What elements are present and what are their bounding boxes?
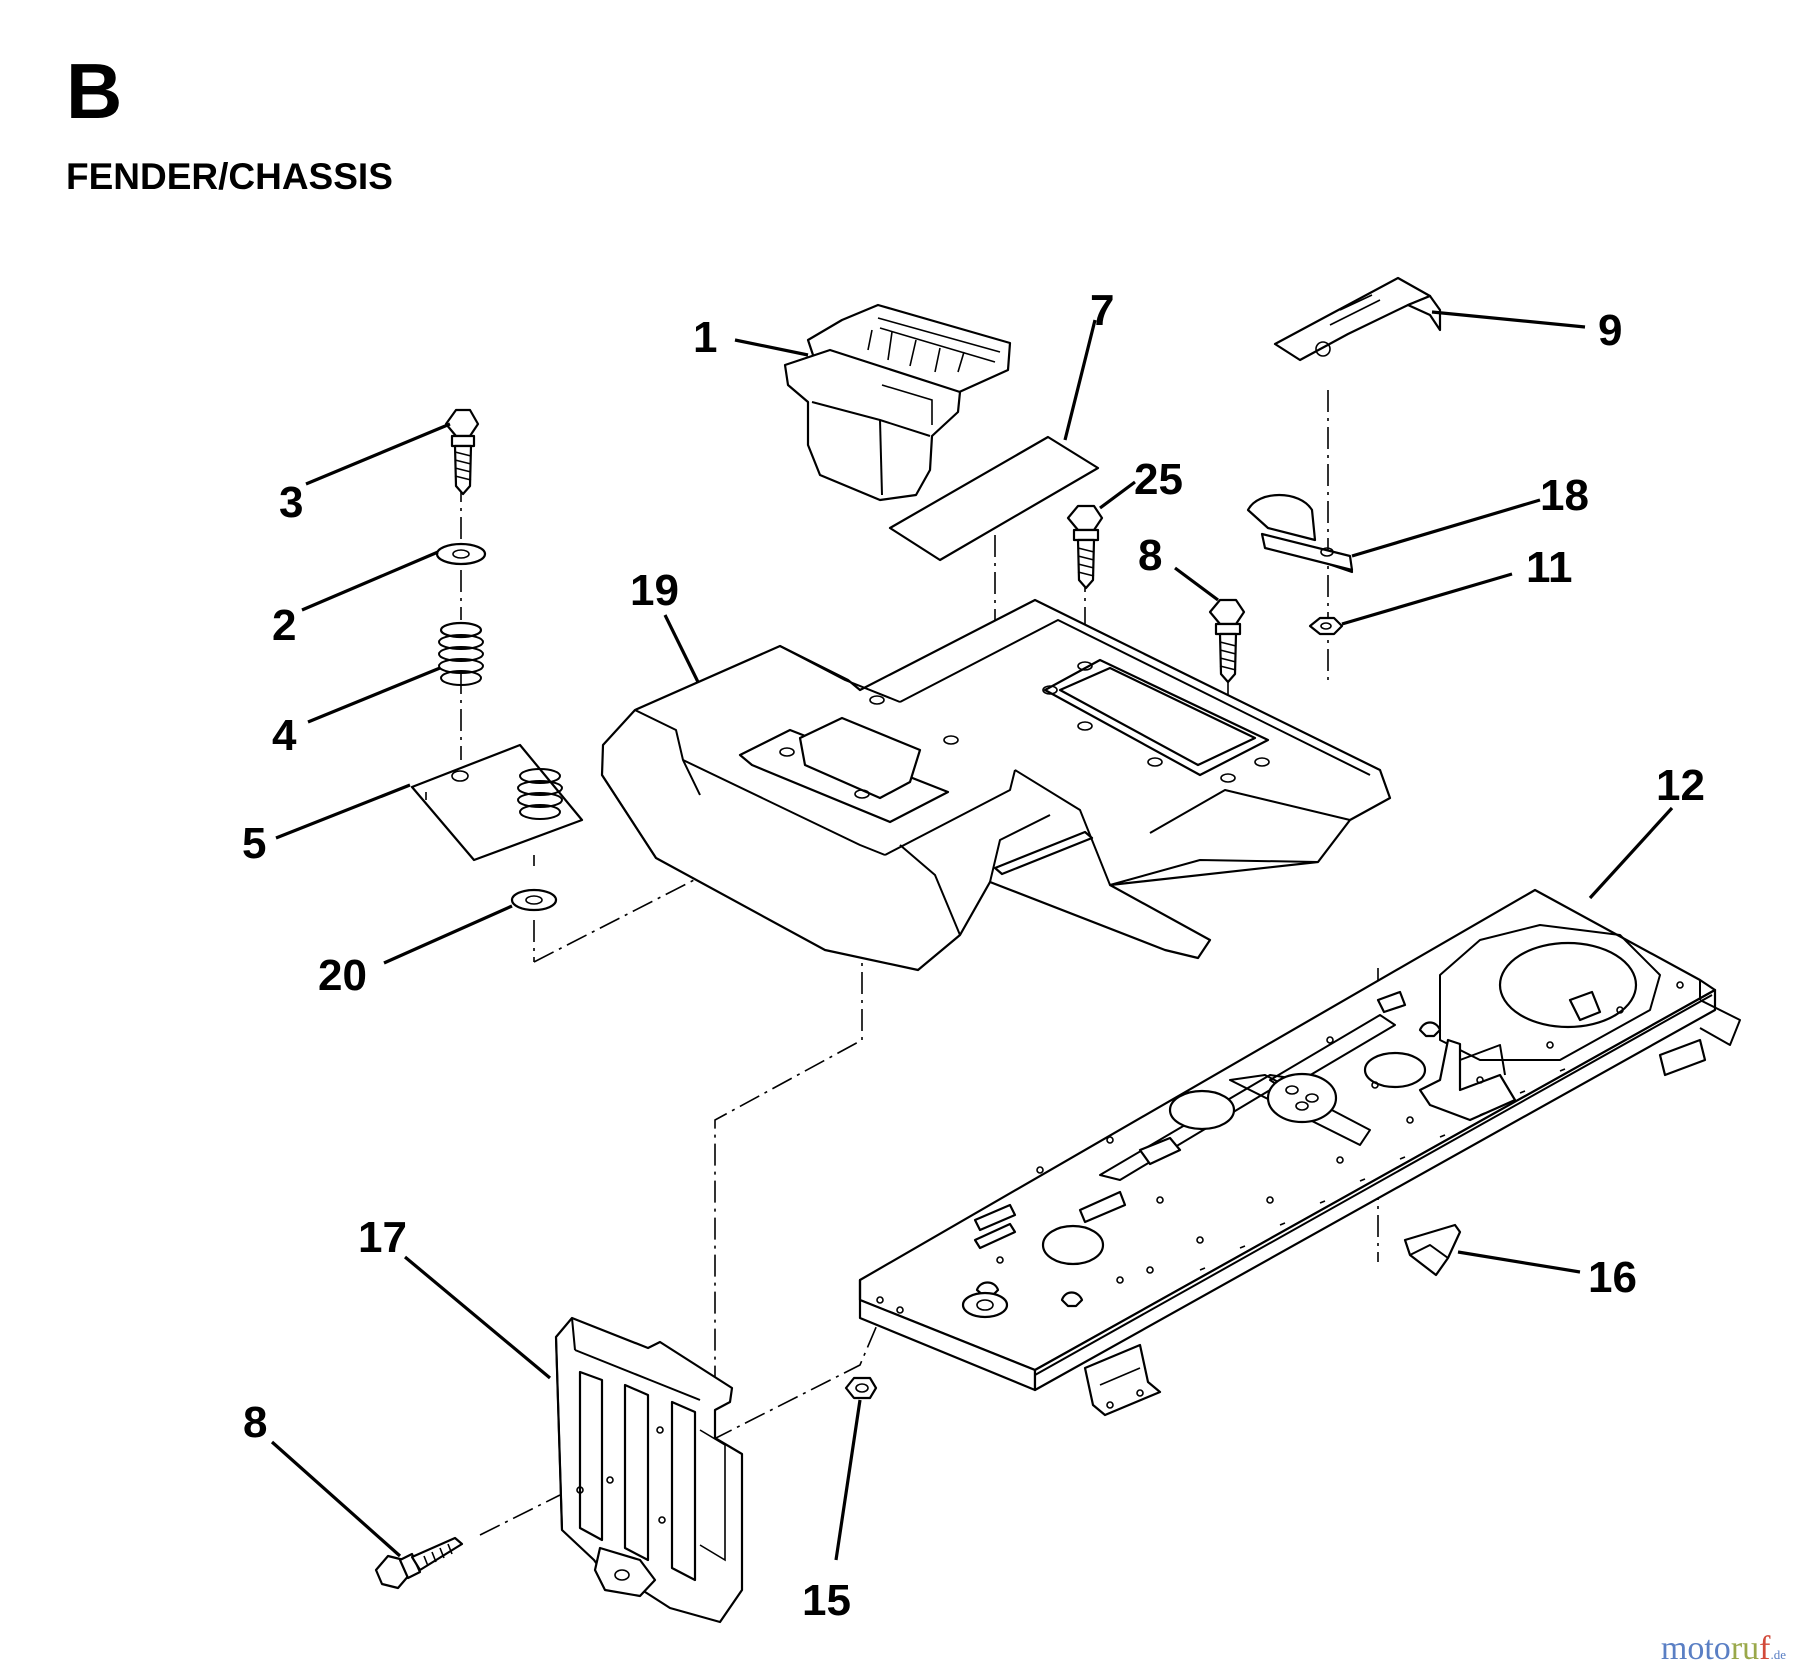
part-7-decal [888,435,1100,562]
part-16-bracket [1403,1223,1462,1277]
watermark-part-2: ru [1730,1630,1760,1667]
callout-5: 5 [242,819,266,868]
callout-17: 17 [358,1213,407,1262]
callout-9: 9 [1598,306,1622,355]
part-4-spring [438,621,484,686]
leader-lines [270,310,1674,1561]
part-12-chassis-frame [858,888,1741,1417]
callout-labels: 1 7 9 3 25 18 2 8 11 19 4 12 5 20 17 16 … [242,286,1705,1625]
callout-4: 4 [272,711,297,760]
part-25-bolt [1066,504,1104,590]
callout-2: 2 [272,601,296,650]
section-title: FENDER/CHASSIS [66,156,393,197]
callout-3: 3 [279,478,303,527]
watermark-part-1: moto [1660,1630,1731,1667]
part-11-nut [1308,616,1344,636]
callout-1: 1 [693,313,717,362]
callout-8-upper: 8 [1138,531,1162,580]
part-8-bolt-lower [374,1536,464,1590]
part-18-clamp-bracket [1246,493,1354,574]
part-15-nut [844,1376,878,1400]
part-19-fender [600,598,1392,972]
callout-18: 18 [1540,471,1589,520]
callout-11: 11 [1526,543,1573,592]
callout-16: 16 [1588,1253,1637,1302]
part-5-spring-plate [410,743,584,866]
callout-19: 19 [630,566,679,615]
callout-12: 12 [1656,761,1705,810]
watermark-suffix: .de [1770,1647,1786,1662]
part-17-mounting-plate [554,1316,744,1624]
callout-8-lower: 8 [243,1398,267,1447]
section-letter: B [66,47,123,135]
part-3-bolt [444,408,480,496]
part-8-bolt-upper [1208,598,1246,684]
part-2-washer [435,542,487,566]
callout-20: 20 [318,951,367,1000]
part-1-storage-tray [783,303,1012,502]
callout-25: 25 [1134,455,1183,504]
callout-15: 15 [802,1576,851,1625]
callout-7: 7 [1090,286,1114,335]
watermark-part-3: f [1759,1630,1771,1667]
part-9-cover-plate [1273,276,1442,362]
watermark-logo: motoruf.de [1661,1630,1786,1668]
part-20-washer [510,888,558,912]
